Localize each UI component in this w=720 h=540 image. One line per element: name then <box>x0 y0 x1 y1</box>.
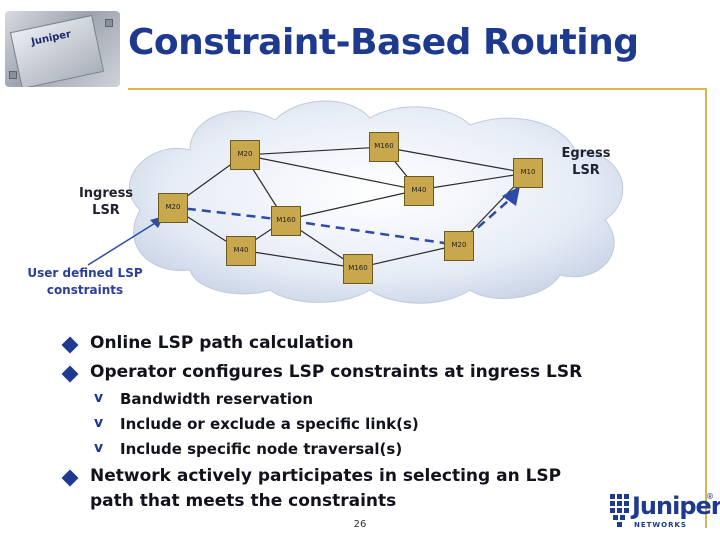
sub-bullet-item: v Include or exclude a specific link(s) <box>94 415 419 433</box>
constraints-pointer <box>87 219 161 266</box>
lsp-arrowhead <box>502 186 520 206</box>
ingress-label-line2: LSR <box>92 203 120 218</box>
check-v-icon: v <box>94 390 104 406</box>
router-egress: M10 <box>513 158 543 188</box>
router: M160 <box>343 254 373 284</box>
router: M160 <box>271 206 301 236</box>
constraints-label-line1: User defined LSP <box>27 266 143 280</box>
juniper-networks-text: NETWORKS <box>634 521 687 529</box>
lsp-path <box>171 194 516 247</box>
chip-pin <box>9 71 17 79</box>
juniper-mark-icon <box>610 494 629 527</box>
router: M20 <box>444 231 474 261</box>
constraints-label-line2: constraints <box>46 283 124 297</box>
side-rule <box>705 88 707 528</box>
check-v-icon: v <box>94 415 104 431</box>
bullet-item: Online LSP path calculation <box>61 333 354 354</box>
router-label: M160 <box>374 142 394 150</box>
juniper-wordmark: Juniper <box>632 492 720 520</box>
sub-bullet-text: Include or exclude a specific link(s) <box>120 415 419 433</box>
ingress-label-line1: Ingress <box>78 186 134 201</box>
check-v-icon: v <box>94 440 104 456</box>
egress-label: Egress LSR <box>556 145 616 179</box>
router-label: M20 <box>237 150 253 158</box>
title-rule <box>128 88 707 90</box>
bullet-text: Online LSP path calculation <box>90 333 354 353</box>
bullet-item: Operator configures LSP constraints at i… <box>61 362 583 383</box>
router-ingress: M20 <box>158 193 188 223</box>
juniper-chip-logo: Juniper <box>5 11 120 87</box>
chip-pin <box>105 19 113 27</box>
bullet-text: path that meets the constraints <box>90 491 397 511</box>
bullet-item: Network actively participates in selecti… <box>61 466 562 487</box>
juniper-logo: Juniper ® NETWORKS <box>608 490 720 534</box>
bullet-diamond-icon <box>61 365 79 383</box>
router-label: M20 <box>165 203 181 211</box>
slide-title: Constraint-Based Routing <box>128 22 639 63</box>
router-label: M20 <box>451 241 467 249</box>
router-label: M40 <box>411 186 427 194</box>
sub-bullet-text: Include specific node traversal(s) <box>120 440 403 458</box>
router-label: M40 <box>233 246 249 254</box>
router: M20 <box>230 140 260 170</box>
sub-bullet-item: v Include specific node traversal(s) <box>94 440 403 458</box>
bullet-diamond-icon <box>61 336 79 354</box>
bullet-diamond-icon <box>61 469 79 487</box>
router-label: M160 <box>348 264 368 272</box>
registered-mark: ® <box>706 492 714 501</box>
router-label: M160 <box>276 216 296 224</box>
router: M160 <box>369 132 399 162</box>
router: M40 <box>404 176 434 206</box>
bullet-text: Network actively participates in selecti… <box>90 466 562 486</box>
router: M40 <box>226 236 256 266</box>
router-label: M10 <box>520 168 536 176</box>
page-number: 26 <box>353 519 367 530</box>
ingress-label: Ingress LSR <box>76 185 136 219</box>
bullet-text: Operator configures LSP constraints at i… <box>90 362 583 382</box>
egress-label-line2: LSR <box>572 163 600 178</box>
sub-bullet-item: v Bandwidth reservation <box>94 390 314 408</box>
egress-label-line1: Egress <box>561 146 611 161</box>
bullet-item-continuation: path that meets the constraints <box>90 491 396 511</box>
constraints-label: User defined LSP constraints <box>22 265 148 299</box>
sub-bullet-text: Bandwidth reservation <box>120 390 314 408</box>
